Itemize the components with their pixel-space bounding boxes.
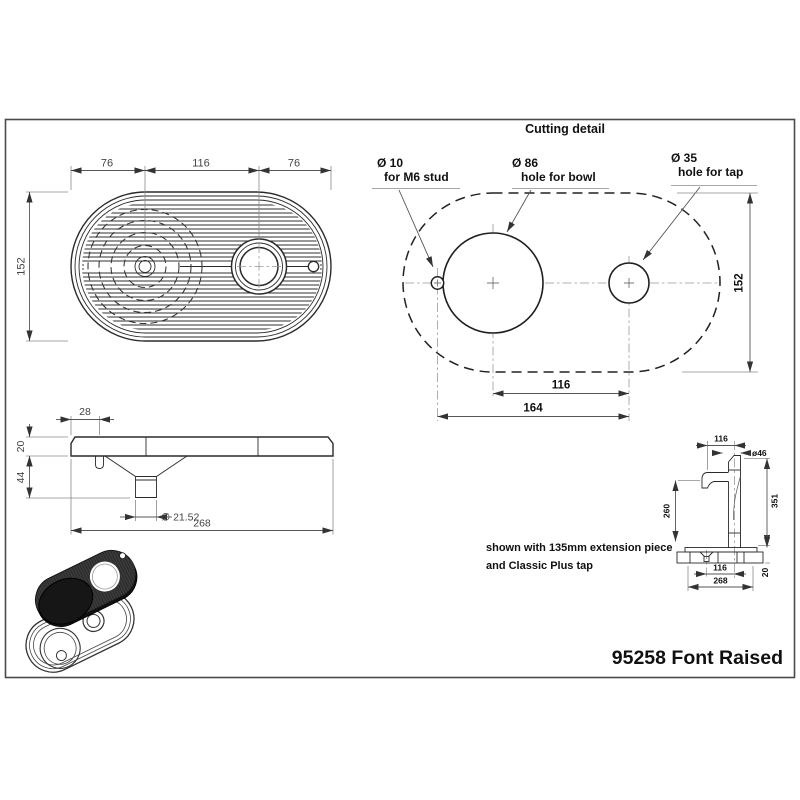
- side-dim-stud-offset: 28: [79, 406, 91, 418]
- plan-dim-mid: 116: [192, 158, 210, 170]
- drawing-frame: [4, 118, 796, 679]
- iso-bowl-hole: [88, 560, 121, 593]
- cutting-bowl-desc: hole for bowl: [521, 170, 596, 184]
- tap-base-top: [684, 547, 758, 553]
- plan-dim-left: 76: [101, 158, 113, 170]
- side-dim-under-depth: 44: [15, 472, 27, 484]
- side-stud: [95, 456, 104, 469]
- tap-base: [676, 551, 764, 564]
- cutting-tap-desc: hole for tap: [678, 165, 743, 179]
- tap-dim-base-offset: 116: [713, 563, 727, 573]
- plan-drainer-center: [134, 256, 156, 277]
- isometric-view: [25, 549, 138, 673]
- product-title: 95258 Font Raised: [612, 647, 783, 669]
- side-dim-waste-dia: ∅ 21.52: [161, 512, 199, 524]
- iso-top-plate: [34, 549, 138, 627]
- side-dim-top-thickness: 20: [15, 441, 27, 453]
- cutting-bowl-dia: Ø 86: [512, 156, 538, 170]
- cutting-dim-bowl-tap: 116: [552, 380, 571, 392]
- tap-spout: [701, 472, 729, 489]
- tap-base-waste: [703, 556, 710, 562]
- cutting-outline: [402, 192, 721, 373]
- plan-dim-height: 152: [16, 257, 28, 275]
- tap-note-line2: and Classic Plus tap: [486, 560, 593, 572]
- tap-dim-spout-height: 260: [662, 504, 672, 518]
- side-funnel: [104, 455, 188, 477]
- plan-outer-oval: [70, 191, 332, 342]
- side-waste-pipe: [135, 476, 157, 498]
- side-dim-length: 268: [193, 518, 211, 530]
- plan-inner-oval: [78, 199, 324, 334]
- plan-rim-oval: [74, 195, 328, 338]
- tap-dim-base-height: 20: [760, 568, 770, 578]
- iso-bowl-drain: [55, 650, 67, 662]
- cutting-stud-dia: Ø 10: [377, 156, 403, 170]
- tap-dim-total-height: 351: [770, 494, 780, 508]
- iso-notch: [119, 552, 126, 560]
- cutting-dim-height: 152: [734, 273, 746, 292]
- tap-elevation: 116 ø46 260 351 20 116 268: [662, 434, 780, 591]
- cutting-dim-stud-tap: 164: [523, 403, 543, 415]
- tap-note-line1: shown with 135mm extension piece: [486, 542, 672, 554]
- cutting-title: Cutting detail: [525, 122, 605, 136]
- plan-dim-right: 76: [288, 158, 300, 170]
- cutting-detail: Cutting detail Ø 10 for M6 stud Ø 86 hol…: [372, 122, 758, 421]
- iso-bowl-recess: [39, 627, 81, 669]
- tap-head: [728, 455, 741, 548]
- cutting-stud-desc: for M6 stud: [384, 170, 449, 184]
- side-elevation: 28 20 44 ∅ 21.52 268: [15, 406, 334, 535]
- cutting-tap-dia: Ø 35: [671, 151, 697, 165]
- iso-drainer-dome: [38, 577, 94, 625]
- side-top-slab: [70, 436, 334, 457]
- plan-view: 76 116 76 152: [16, 158, 332, 342]
- tap-dim-top-width: 116: [714, 434, 728, 444]
- plan-tap-hole: [307, 260, 320, 273]
- tap-dim-head-dia: ø46: [752, 448, 767, 458]
- tap-dim-base-length: 268: [713, 576, 727, 586]
